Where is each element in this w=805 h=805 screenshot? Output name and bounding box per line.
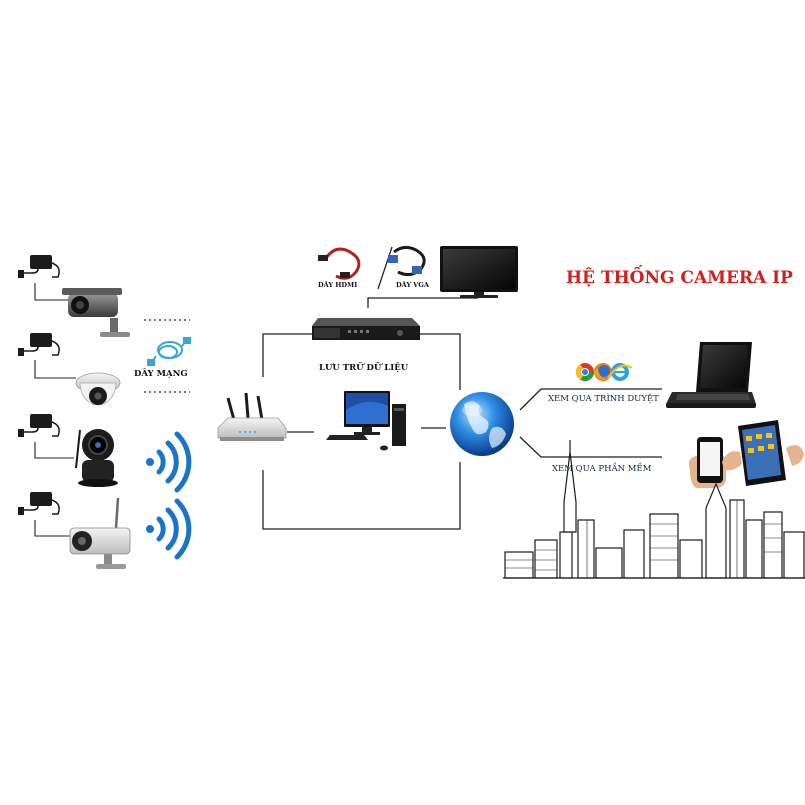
bullet-camera-icon <box>62 288 130 337</box>
wireless-ptz-camera-icon <box>75 429 118 487</box>
hdmi-cable-icon <box>318 247 361 280</box>
vga-cable-icon <box>388 245 426 277</box>
view-software-label: XEM QUA PHẦN MỀM <box>552 464 652 474</box>
globe-internet-icon <box>450 392 514 456</box>
wifi-icon <box>146 431 192 560</box>
network-cable-icon <box>147 337 191 366</box>
network-cable-label: DÂY MẠNG <box>134 369 188 379</box>
power-adapter-icon <box>18 255 60 515</box>
tv-monitor-icon <box>440 246 518 298</box>
browser-logos-icon <box>575 363 633 382</box>
wireless-bullet-camera-icon <box>69 497 131 569</box>
dome-camera-icon <box>75 372 121 406</box>
storage-label: LƯU TRỮ DỮ LIỆU <box>319 363 409 373</box>
smartphone-icon <box>688 437 726 488</box>
router-icon <box>217 392 287 441</box>
desktop-pc-icon <box>326 391 406 451</box>
nvr-recorder-icon <box>312 318 420 340</box>
tablet-icon <box>722 420 804 486</box>
connection-lines <box>144 246 662 530</box>
view-browser-label: XEM QUA TRÌNH DUYỆT <box>548 394 659 404</box>
vga-cable-label: DÂY VGA <box>396 281 429 289</box>
hdmi-cable-label: DÂY HDMI <box>318 281 358 289</box>
diagram-title: HỆ THỐNG CAMERA IP <box>566 268 793 288</box>
power-cords <box>34 283 76 537</box>
laptop-icon <box>666 342 756 408</box>
city-skyline-icon <box>503 440 805 579</box>
